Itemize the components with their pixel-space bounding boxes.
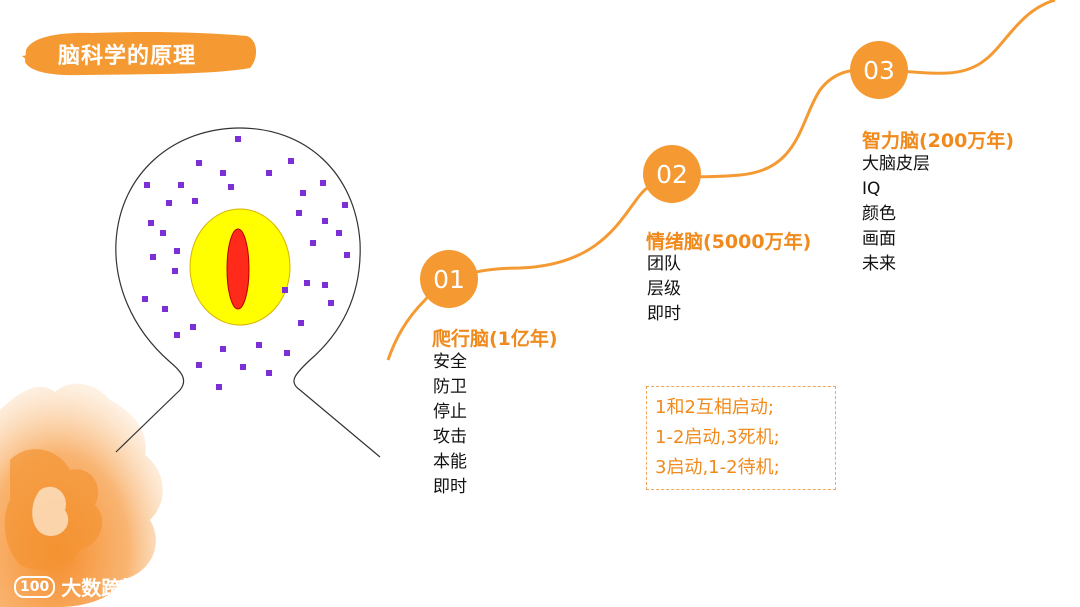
stage-02-list: 团队 层级 即时 [647,252,681,327]
stage-01-number: 01 [433,265,465,294]
list-item: 攻击 [433,425,467,450]
note-line: 1-2启动,3死机; [655,423,835,453]
stage-03-list: 大脑皮层 IQ 颜色 画面 未来 [862,152,930,277]
stage-02-title: 情绪脑(5000万年) [646,227,811,254]
list-item: 团队 [647,252,681,277]
note-line: 1和2互相启动; [655,393,835,423]
stage-01-title: 爬行脑(1亿年) [432,324,558,351]
list-item: 大脑皮层 [862,152,930,177]
stage-02-number: 02 [656,160,688,189]
list-item: 停止 [433,400,467,425]
list-item: 颜色 [862,202,930,227]
notes-box: 1和2互相启动; 1-2启动,3死机; 3启动,1-2待机; [646,386,836,490]
list-item: 防卫 [433,375,467,400]
list-item: 即时 [647,302,681,327]
watermark-logo-icon: 100 [14,576,55,598]
watermark: 100 大数跨境 [14,572,141,601]
list-item: 层级 [647,277,681,302]
list-item: IQ [862,177,930,202]
list-item: 即时 [433,475,467,500]
stage-03-title: 智力脑(200万年) [862,126,1014,153]
list-item: 未来 [862,252,930,277]
list-item: 安全 [433,350,467,375]
stage-03-number: 03 [863,56,895,85]
list-item: 画面 [862,227,930,252]
stage-03-circle: 03 [850,41,908,99]
stage-01-circle: 01 [420,250,478,308]
stage-01-list: 安全 防卫 停止 攻击 本能 即时 [433,350,467,500]
watermark-text: 大数跨境 [61,572,141,601]
list-item: 本能 [433,450,467,475]
note-line: 3启动,1-2待机; [655,453,835,483]
stage-02-circle: 02 [643,145,701,203]
